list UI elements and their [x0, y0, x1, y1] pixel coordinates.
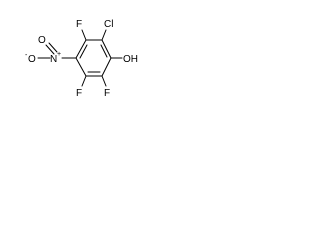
nitro-double-bond-b — [48, 42, 58, 53]
structure-diagram: F Cl OH F F N + O O - — [25, 19, 138, 99]
ring-bond-c5-c6 — [75, 57, 87, 77]
ring-bond-c6-c1 — [75, 39, 87, 59]
atom-label-f-top: F — [76, 19, 82, 30]
bond-to-f-bottom-right — [101, 75, 107, 87]
atom-label-oh: OH — [123, 54, 138, 65]
charge-minus-o: - — [25, 52, 28, 59]
bond-to-f-top — [81, 29, 87, 41]
atom-label-n-nitro: N — [50, 54, 57, 65]
charge-plus-n: + — [57, 51, 61, 58]
atom-label-f-bottom-right: F — [104, 88, 110, 99]
ring-bond-c3-c4 — [101, 57, 112, 77]
atom-label-o-nitro-left: O — [28, 54, 36, 65]
bond-to-cl — [101, 29, 107, 41]
bond-to-f-bottom-left — [81, 75, 87, 87]
atom-label-f-bottom-left: F — [76, 88, 82, 99]
nitro-double-bond-a — [45, 44, 55, 55]
ring-bond-c2-c3 — [101, 39, 112, 59]
atom-label-cl: Cl — [104, 19, 113, 30]
atom-label-o-nitro-top: O — [38, 35, 46, 46]
ring-double-bond-c6-c1 — [79, 44, 88, 59]
ring-double-bond-c2-c3 — [100, 44, 108, 58]
